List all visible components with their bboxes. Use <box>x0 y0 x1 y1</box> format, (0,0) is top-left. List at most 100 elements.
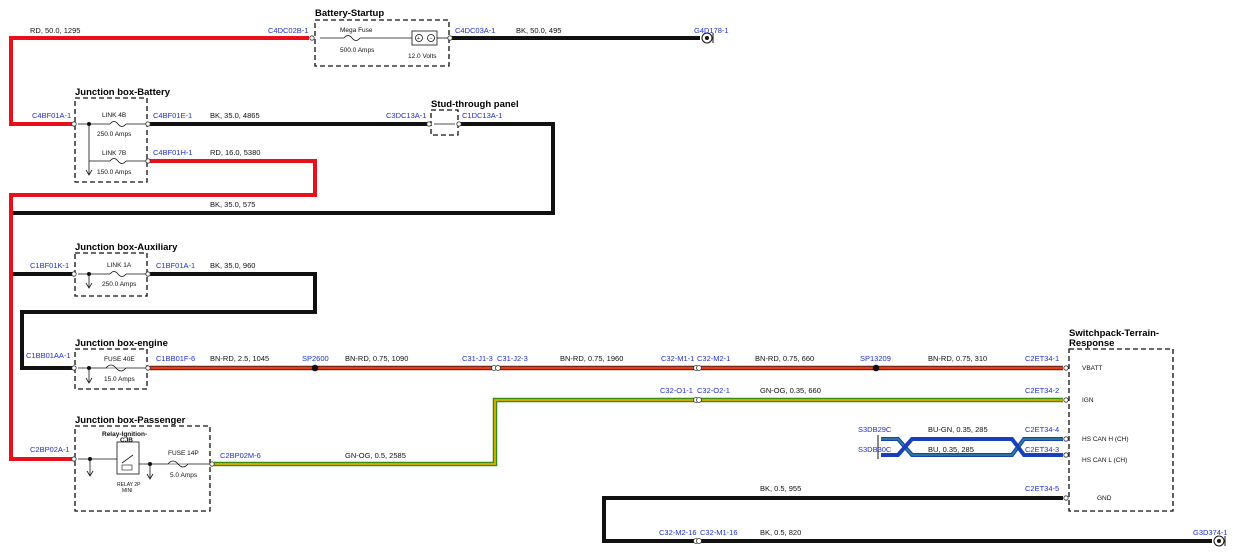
wire-bk-0.5-955[interactable] <box>602 496 1063 543</box>
conn-c2bp02a[interactable]: C2BP02A-1 <box>30 445 70 454</box>
terminal-pins <box>71 35 1069 544</box>
conn-c4bf01h[interactable]: C4BF01H-1 <box>153 148 193 157</box>
relay-title-line1: Relay-Ignition- <box>102 431 147 438</box>
battery-startup-box <box>314 19 450 67</box>
relay-sub-line1: RELAY 2P <box>117 482 141 488</box>
fuse-40e[interactable] <box>78 364 147 384</box>
wire-rd-16-5380[interactable] <box>9 159 317 461</box>
link-7b-label: LINK 7B <box>102 150 126 157</box>
wire-rd-50-1295[interactable] <box>9 36 309 126</box>
conn-c1bf01k[interactable]: C1BF01K-1 <box>30 261 69 270</box>
conn-c4bf01e[interactable]: C4BF01E-1 <box>153 111 192 120</box>
ground-g4d178[interactable] <box>701 32 714 44</box>
conn-g4d178[interactable]: G4D178-1 <box>694 26 729 35</box>
conn-c32m216[interactable]: C32-M2-16 <box>659 528 697 537</box>
wire-gn-og-ign[interactable] <box>214 397 1063 467</box>
wire-label-w15: BU, 0.35, 285 <box>928 445 974 454</box>
pin-hs-can-h: HS CAN H (CH) <box>1082 436 1129 443</box>
wire-label-w12: GN-OG, 0.35, 660 <box>760 386 821 395</box>
conn-s3db29c[interactable]: S3DB29C <box>858 425 892 434</box>
switchpack-title-line1: Switchpack-Terrain- <box>1069 328 1159 339</box>
link-4b-fuse[interactable] <box>78 121 147 176</box>
conn-c32o11[interactable]: C32-O1-1 <box>660 386 693 395</box>
conn-c32m11[interactable]: C32-M1-1 <box>661 354 694 363</box>
wire-label-w3: BK, 35.0, 4865 <box>210 111 260 120</box>
pin-ign: IGN <box>1082 397 1094 404</box>
svg-text:−: − <box>430 36 433 42</box>
fuse-40e-rating: 15.0 Amps <box>104 376 135 383</box>
wire-bk-35-575[interactable] <box>9 122 555 276</box>
link-4b-label: LINK 4B <box>102 112 126 119</box>
jb-passenger-title: Junction box-Passenger <box>75 415 186 426</box>
fuse-40e-label: FUSE 40E <box>104 356 135 363</box>
fuse-14p-label: FUSE 14P <box>168 450 199 457</box>
wire-label-w11: BN-RD, 0.75, 310 <box>928 354 987 363</box>
switchpack-box <box>1068 348 1174 512</box>
switchpack-title-line2: Response <box>1069 338 1114 349</box>
conn-s3db30c[interactable]: S3DB30C <box>858 445 892 454</box>
pin-vbatt: VBATT <box>1082 365 1102 372</box>
battery-startup-title: Battery-Startup <box>315 8 384 19</box>
conn-c3dc13a[interactable]: C3DC13A-1 <box>386 111 426 120</box>
mega-fuse[interactable] <box>320 35 412 41</box>
wire-label-w13: GN-OG, 0.5, 2585 <box>345 451 406 460</box>
conn-c31j13[interactable]: C31-J1-3 <box>462 354 493 363</box>
splice-sp2600[interactable] <box>311 364 319 372</box>
conn-sp13209[interactable]: SP13209 <box>860 354 891 363</box>
jb-auxiliary-title: Junction box-Auxiliary <box>75 242 178 253</box>
conn-c2et342[interactable]: C2ET34-2 <box>1025 386 1059 395</box>
relay-ignition[interactable] <box>78 441 168 480</box>
splice-sp13209[interactable] <box>872 364 880 372</box>
svg-text:+: + <box>417 36 420 42</box>
wire-label-w16: BK, 0.5, 955 <box>760 484 801 493</box>
wire-label-w17: BK, 0.5, 820 <box>760 528 801 537</box>
conn-c32o21[interactable]: C32-O2-1 <box>697 386 730 395</box>
conn-c2et344[interactable]: C2ET34-4 <box>1025 425 1059 434</box>
jb-engine-box <box>74 348 148 390</box>
wire-label-w8: BN-RD, 0.75, 1090 <box>345 354 408 363</box>
conn-c4dc02b[interactable]: C4DC02B-1 <box>268 26 308 35</box>
wire-label-w7: BN-RD, 2.5, 1045 <box>210 354 269 363</box>
conn-c2bp02m[interactable]: C2BP02M-6 <box>220 451 261 460</box>
battery-symbol[interactable]: + − <box>411 30 448 46</box>
conn-c1bb01f[interactable]: C1BB01F-6 <box>156 354 195 363</box>
pin-gnd: GND <box>1097 495 1112 502</box>
conn-c1bf01a[interactable]: C1BF01A-1 <box>156 261 195 270</box>
conn-c32m21[interactable]: C32-M2-1 <box>697 354 730 363</box>
link-1a-fuse[interactable] <box>78 271 147 289</box>
wire-label-w1: RD, 50.0, 1295 <box>30 26 80 35</box>
link-1a-rating: 250.0 Amps <box>102 281 137 288</box>
battery-rating: 12.0 Volts <box>408 53 437 60</box>
jb-passenger-box <box>74 425 211 512</box>
wire-bk-35-960[interactable] <box>20 272 317 370</box>
wire-label-w14: BU-GN, 0.35, 285 <box>928 425 988 434</box>
conn-sp2600[interactable]: SP2600 <box>302 354 329 363</box>
conn-c2et343[interactable]: C2ET34-3 <box>1025 445 1059 454</box>
fuse-14p[interactable] <box>167 460 210 468</box>
mega-fuse-rating: 500.0 Amps <box>340 47 375 54</box>
conn-g3d374[interactable]: G3D374-1 <box>1193 528 1228 537</box>
wire-label-w2: BK, 50.0, 495 <box>516 26 561 35</box>
conn-c4bf01a[interactable]: C4BF01A-1 <box>32 111 71 120</box>
mega-fuse-label: Mega Fuse <box>340 27 373 34</box>
wire-label-w6: BK, 35.0, 960 <box>210 261 255 270</box>
conn-c2et341[interactable]: C2ET34-1 <box>1025 354 1059 363</box>
conn-c4dc03a[interactable]: C4DC03A-1 <box>455 26 495 35</box>
jb-auxiliary-box <box>74 252 148 297</box>
conn-c31j23[interactable]: C31-J2-3 <box>497 354 528 363</box>
wire-label-w10: BN-RD, 0.75, 660 <box>755 354 814 363</box>
conn-c2et345[interactable]: C2ET34-5 <box>1025 484 1059 493</box>
wire-label-w5: BK, 35.0, 575 <box>210 200 255 209</box>
pin-hs-can-l: HS CAN L (CH) <box>1082 457 1127 464</box>
wire-can-pair[interactable] <box>877 435 1063 459</box>
conn-c32m116[interactable]: C32-M1-16 <box>700 528 738 537</box>
link-7b-rating: 150.0 Amps <box>97 169 132 176</box>
relay-sub-line2: MINI <box>122 488 133 494</box>
stud-through-box <box>430 109 459 136</box>
fuse-14p-rating: 5.0 Amps <box>170 472 198 479</box>
ground-g3d374[interactable] <box>1213 535 1226 547</box>
conn-c1bb01aa[interactable]: C1BB01AA-1 <box>26 351 71 360</box>
conn-c1dc13a[interactable]: C1DC13A-1 <box>462 111 502 120</box>
wire-label-w4: RD, 16.0, 5380 <box>210 148 260 157</box>
